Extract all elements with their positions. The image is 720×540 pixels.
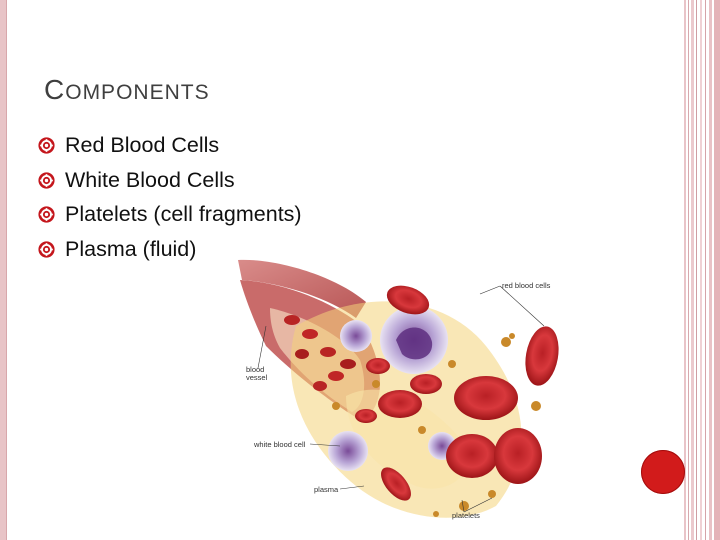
title-rest: OMPONENTS (65, 81, 210, 104)
white-blood-cell (340, 320, 372, 352)
red-blood-cell (355, 409, 377, 423)
gear-bullet-icon (38, 137, 55, 154)
gear-bullet-icon (38, 240, 55, 258)
bullet-item: Plasma (fluid) (38, 234, 302, 269)
red-circle-decoration (641, 450, 685, 494)
label-blood-vessel-1: blood (246, 365, 264, 374)
red-blood-cell (386, 285, 430, 315)
red-blood-cell (525, 326, 559, 386)
red-blood-cell (381, 467, 411, 501)
bullet-list: Red Blood Cells White Blood Cells Platel… (38, 130, 302, 268)
bullet-text: Plasma (fluid) (65, 236, 197, 261)
red-blood-cell (410, 374, 442, 394)
title-first-letter: C (44, 74, 66, 105)
bullet-item: Red Blood Cells (38, 130, 302, 165)
red-blood-cell (320, 347, 336, 357)
label-red-blood-cells: red blood cells (502, 281, 551, 290)
left-border-rule (0, 0, 7, 540)
bullet-item: White Blood Cells (38, 165, 302, 200)
red-blood-cell (328, 371, 344, 381)
red-blood-cell (295, 349, 309, 359)
red-blood-cell (446, 434, 498, 478)
red-blood-cell (454, 376, 518, 420)
bullet-item: Platelets (cell fragments) (38, 199, 302, 234)
label-blood-vessel-2: vessel (246, 373, 268, 382)
label-white-blood-cell: white blood cell (253, 440, 306, 449)
bullet-text: Red Blood Cells (65, 133, 220, 157)
label-plasma: plasma (314, 485, 339, 494)
gear-bullet-icon (38, 206, 55, 223)
red-blood-cell (302, 329, 318, 339)
label-platelets: platelets (452, 511, 480, 520)
white-blood-cell (328, 431, 368, 471)
right-decorative-bars (684, 0, 720, 540)
red-blood-cell (378, 390, 422, 418)
red-blood-cell (284, 315, 300, 325)
blood-components-illustration: red blood cells blood vessel white blood… (238, 259, 559, 520)
gear-bullet-icon (38, 171, 55, 189)
slide-title: COMPONENTS (44, 74, 210, 106)
red-blood-cell (313, 381, 327, 391)
platelets (332, 333, 541, 517)
bullet-text: Platelets (cell fragments) (65, 202, 302, 226)
bullet-text: White Blood Cells (65, 167, 235, 192)
red-blood-cell (340, 359, 356, 369)
red-blood-cell (366, 358, 390, 374)
red-blood-cell (494, 428, 542, 484)
vessel-wall (238, 259, 366, 318)
